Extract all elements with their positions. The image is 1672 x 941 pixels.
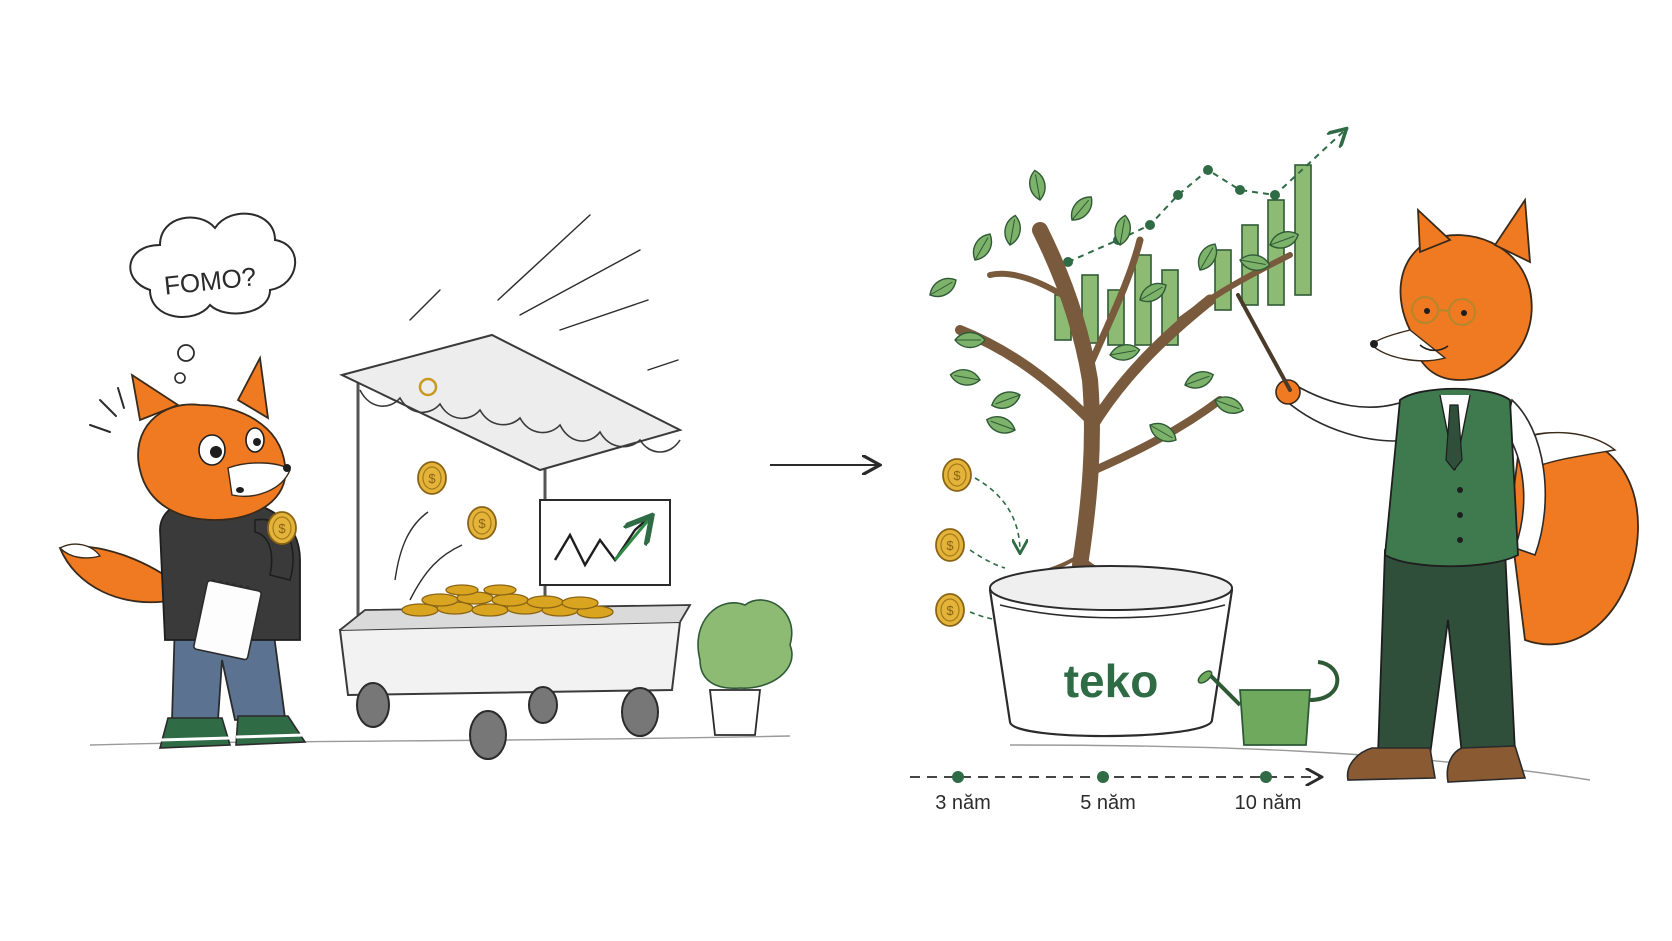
motion-lines-icon [409,214,679,371]
timeline-milestone-dot [1260,771,1272,783]
timeline-milestone-dot [1097,771,1109,783]
right-scene: teko 3 năm 5 năm 10 năm [910,130,1639,814]
market-cart [338,214,692,760]
pointer-stick-icon [1236,293,1292,392]
left-fox-character [58,355,307,749]
right-fox-character [1236,197,1639,783]
cart-body [338,620,682,697]
timeline-label-3: 3 năm [935,792,991,814]
timeline: 3 năm 5 năm 10 năm [910,771,1320,814]
right-fox-vest [1384,387,1519,568]
cart-wheel-icon [356,682,659,760]
coin-icon [942,458,972,492]
flying-coin-icon [417,461,447,495]
pot-brand-logo: teko [1064,655,1159,707]
watering-can-icon [1197,660,1340,746]
left-fox-shoe [235,715,307,746]
cart-awning [339,333,683,472]
money-tree [925,168,1302,597]
left-scene: FOMO? [58,212,793,760]
timeline-milestone-dot [952,771,964,783]
held-coin-icon [267,511,297,545]
timeline-label-10: 10 năm [1235,792,1302,814]
coin-icon [935,528,965,562]
chart-sign [539,499,671,586]
flying-coin-icon [467,506,497,540]
right-fox-shoe [1446,745,1527,783]
right-fox-trousers [1377,549,1516,756]
left-fox-shoe [158,717,232,749]
right-fox-shoe [1346,747,1436,781]
right-fox-head [1399,234,1533,381]
potted-shrub [697,599,793,736]
glasses-icon [1410,295,1477,327]
coin-icon [935,593,965,627]
thought-bubble: FOMO? [129,212,297,384]
notepad-icon [193,579,262,661]
timeline-label-5: 5 năm [1080,792,1136,814]
surprise-marks-icon [89,387,125,433]
teko-pot: teko [988,565,1234,738]
coin-pile [401,584,614,619]
